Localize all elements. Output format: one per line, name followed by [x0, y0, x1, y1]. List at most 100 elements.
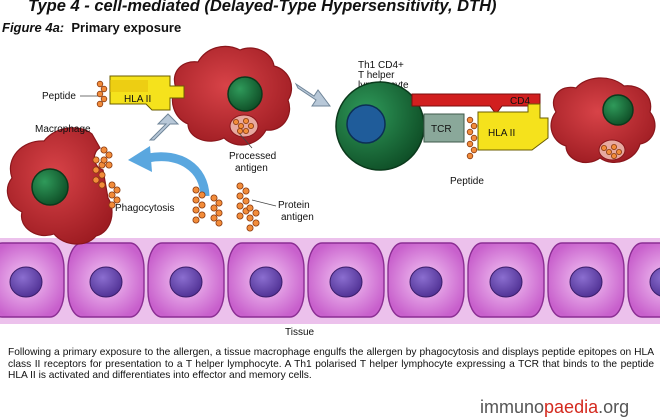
peptide-bead [242, 197, 250, 205]
lymphocyte-nucleus [346, 104, 386, 144]
peptide-bead [247, 123, 254, 130]
macrophage-engulfing [6, 127, 113, 245]
peptide-bead [100, 85, 108, 93]
hla-receptor-left [109, 75, 185, 111]
peptide-bead [246, 224, 254, 232]
peptide-bead [236, 127, 243, 134]
peptide-bead [466, 140, 474, 148]
peptide-left-label: Peptide [42, 91, 76, 102]
peptide-bead [236, 182, 244, 190]
antigen-peptide-beads [92, 80, 623, 232]
peptide-bead [215, 219, 223, 227]
peptide-bead [92, 176, 100, 184]
peptide-bead [242, 118, 249, 125]
peptide-bead [236, 212, 244, 220]
phagocytosis-label: Phagocytosis [115, 203, 174, 214]
peptide-bead [98, 171, 106, 179]
tissue-cell-nucleus [249, 266, 283, 298]
arrow-to-t-helper [294, 82, 331, 107]
tissue-cells [0, 242, 660, 318]
peptide-bead [242, 127, 249, 134]
peptide-bead [210, 194, 218, 202]
processed-label-line2: antigen [235, 163, 268, 174]
peptide-bead [466, 116, 474, 124]
figure-subtitle: Figure 4a: Primary exposure [2, 20, 181, 35]
phagocytosis-arrow [128, 146, 210, 197]
figure-label: Figure 4a: [2, 20, 65, 35]
tissue-layer [0, 238, 660, 324]
tcr-receptor [423, 113, 465, 143]
peptide-bead [237, 123, 244, 130]
hla-left-label: HLA II [124, 94, 151, 105]
processed-pointer [237, 131, 253, 149]
peptide-bead [210, 204, 218, 212]
peptide-bead [210, 214, 218, 222]
peptide-bead [96, 90, 104, 98]
peptide-bead [246, 214, 254, 222]
protein-label-line1: Protein [278, 200, 310, 211]
peptide-bead [105, 151, 113, 159]
peptide-bead [113, 186, 121, 194]
diagram-title: Type 4 - cell-mediated (Delayed-Type Hyp… [28, 0, 497, 15]
tcr-label: TCR [431, 124, 452, 135]
th1-label-line2: T helper [358, 70, 395, 81]
macrophage-right-nucleus [602, 94, 634, 126]
peptide-bead [242, 187, 250, 195]
caption-text: Following a primary exposure to the alle… [8, 347, 654, 382]
peptide-bead [616, 148, 623, 155]
peptide-bead [236, 192, 244, 200]
peptide-bead [92, 166, 100, 174]
peptide-bead [108, 191, 116, 199]
peptide-bead [108, 181, 116, 189]
tissue-cell [627, 242, 660, 318]
peptide-bead [113, 196, 121, 204]
tissue-cell-nucleus [649, 267, 660, 297]
protein-label-line2: antigen [281, 212, 314, 223]
peptide-bead [192, 196, 200, 204]
immunopaedia-logo: immunopaedia.org [480, 397, 630, 417]
peptide-bead [108, 201, 116, 209]
peptide-bead [215, 209, 223, 217]
peptide-bead [466, 128, 474, 136]
peptide-bead [470, 134, 478, 142]
hla-right-label: HLA II [488, 128, 515, 139]
arrow-up [148, 113, 180, 141]
peptide-bead [98, 181, 106, 189]
peptide-bead [198, 201, 206, 209]
peptide-bead [470, 146, 478, 154]
tissue-cell-nucleus [169, 266, 203, 298]
peptide-bead [105, 161, 113, 169]
peptide-bead [100, 95, 108, 103]
peptide-bead [601, 144, 608, 151]
peptide-bead [611, 143, 618, 150]
hla-receptor-right [477, 103, 549, 151]
peptide-bead [198, 191, 206, 199]
peptide-bead [611, 152, 618, 159]
macrophage-nucleus [31, 168, 69, 206]
peptide-bead [252, 209, 260, 217]
peptide-right-label: Peptide [450, 176, 484, 187]
vesicle-right [598, 139, 626, 161]
peptide-bead [192, 206, 200, 214]
peptide-bead [198, 211, 206, 219]
macrophage-right [550, 77, 656, 163]
peptide-bead [252, 219, 260, 227]
peptide-bead [606, 148, 613, 155]
tissue-cell-nucleus [569, 266, 603, 298]
peptide-bead [236, 202, 244, 210]
tissue-label: Tissue [285, 327, 315, 338]
peptide-bead [192, 216, 200, 224]
macrophage-presenting [171, 45, 293, 146]
cd4-label: CD4 [510, 96, 530, 107]
peptide-bead [96, 100, 104, 108]
macrophage-label: Macrophage [35, 124, 91, 135]
peptide-bead [92, 156, 100, 164]
tissue-cell-nucleus [489, 266, 523, 298]
cd4-coreceptor [411, 93, 541, 115]
tissue-cell-nucleus [9, 266, 43, 298]
peptide-bead [100, 146, 108, 154]
tissue-cell-nucleus [89, 266, 123, 298]
macrophage-nucleus-top [227, 76, 263, 112]
tissue-cell-nucleus [329, 266, 363, 298]
